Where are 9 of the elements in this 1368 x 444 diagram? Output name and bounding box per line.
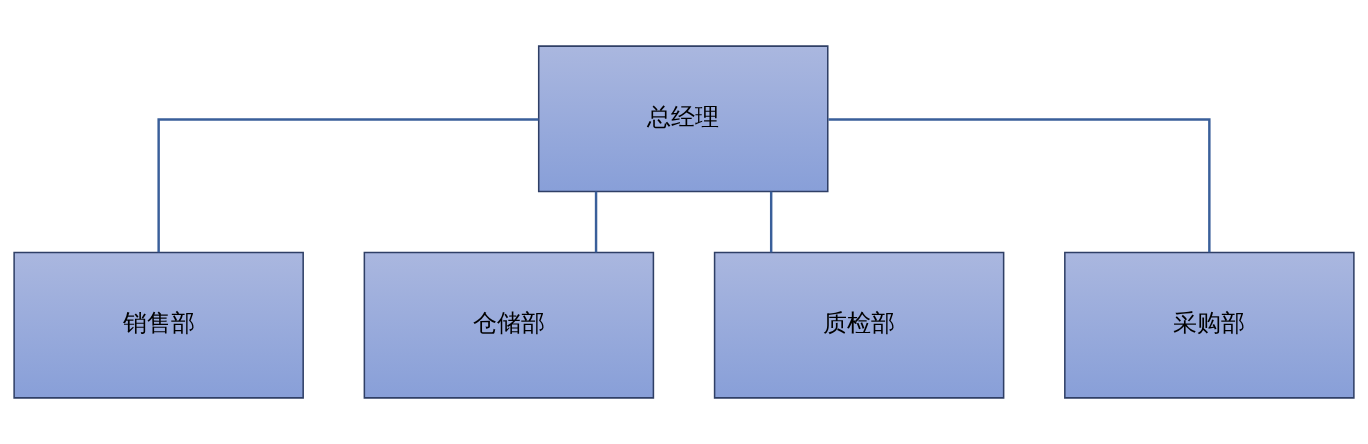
- node-box: 仓储部: [363, 251, 655, 399]
- node-box: 销售部: [13, 251, 304, 399]
- node-box: 采购部: [1064, 251, 1355, 399]
- connector: [157, 118, 539, 253]
- connector: [828, 118, 1211, 253]
- node-box: 质检部: [713, 251, 1005, 399]
- connector: [769, 191, 773, 253]
- node-box: 总经理: [537, 45, 829, 193]
- connector: [594, 191, 598, 253]
